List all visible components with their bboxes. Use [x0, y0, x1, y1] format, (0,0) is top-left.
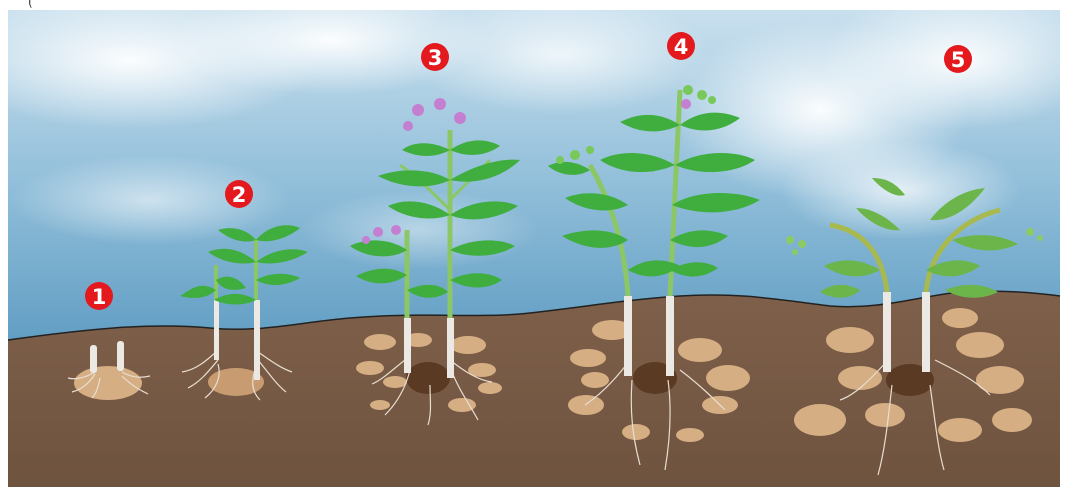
stage-number: 2 — [232, 183, 247, 207]
stage-number: 1 — [92, 285, 107, 309]
sprout — [117, 341, 124, 371]
stage-number: 4 — [674, 35, 689, 59]
stage-number: 3 — [428, 46, 443, 70]
sprout — [90, 345, 97, 373]
top-caption-fragment: ( — [28, 0, 33, 9]
old-seed-tuber — [406, 362, 450, 394]
stage-badge-2: 2 — [225, 180, 253, 208]
stage-badge-3: 3 — [421, 43, 449, 71]
stage-badge-5: 5 — [944, 45, 972, 73]
stage-badge-4: 4 — [667, 32, 695, 60]
stage-badge-1: 1 — [85, 282, 113, 310]
stage-number: 5 — [951, 48, 966, 72]
seed-tuber — [74, 366, 142, 400]
